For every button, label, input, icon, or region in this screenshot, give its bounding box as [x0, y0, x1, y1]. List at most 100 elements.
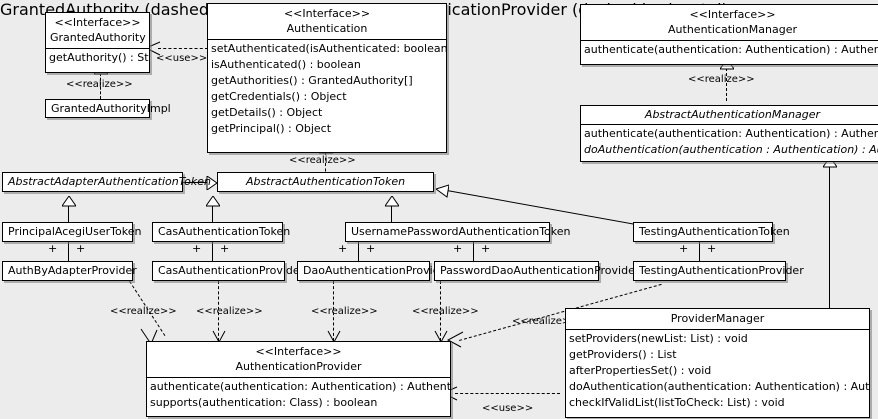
class-member: authenticate(authentication: Authenticat… — [150, 380, 450, 393]
class-member: afterPropertiesSet() : void — [569, 364, 712, 377]
association-plus-right-3: + — [366, 242, 376, 255]
class-separator-granted-authority — [46, 48, 149, 49]
class-members-granted-authority: getAuthority() : String — [46, 49, 149, 67]
realize-label-passworddaoauthenticationprovider: <<realize>> — [412, 306, 479, 317]
use-label-providermanager: <<use>> — [482, 403, 534, 414]
generalization-line-usernamepasswordtoken — [391, 205, 392, 222]
class-name-dao-authentication-provider: DaoAuthenticationProvider — [303, 264, 451, 277]
realize-line-casauthenticationprovider — [218, 281, 219, 341]
association-line-castoken-casprovider — [212, 242, 213, 261]
class-box-username-password-authentication-token[interactable]: UsernamePasswordAuthenticationToken — [345, 222, 571, 242]
realize-label-daoauthenticationprovider: <<realize>> — [311, 306, 378, 317]
class-box-granted-authority[interactable]: <<Interface>> GrantedAuthority getAuthor… — [45, 12, 150, 73]
generalization-triangle-abstractauthenticationmanager — [823, 157, 837, 168]
class-name-abstract-authentication-token: AbstractAuthenticationToken — [245, 175, 406, 188]
class-box-abstract-adapter-authentication-token[interactable]: AbstractAdapterAuthenticationToken — [2, 172, 211, 192]
class-member: getCredentials() : Object — [211, 90, 347, 103]
class-box-principal-acegi-user-token[interactable]: PrincipalAcegiUserToken — [2, 222, 142, 242]
class-header-abstract-adapter-authentication-token: AbstractAdapterAuthenticationToken — [3, 173, 211, 190]
class-box-abstract-authentication-token[interactable]: AbstractAuthenticationToken — [217, 172, 434, 192]
class-separator-authentication — [208, 39, 446, 40]
class-header-password-dao-authentication-provider: PasswordDaoAuthenticationProvider — [435, 262, 639, 279]
class-box-cas-authentication-provider[interactable]: CasAuthenticationProvider — [152, 261, 305, 281]
association-line-principaltoken-authbyadapter — [68, 242, 69, 261]
class-box-cas-authentication-token[interactable]: CasAuthenticationToken — [152, 222, 291, 242]
realize-line-passworddaoauthenticationprovider — [440, 281, 441, 341]
realize-line-grantedauthorityimpl — [100, 73, 101, 99]
class-name-authentication-manager: AuthenticationManager — [668, 23, 797, 36]
class-name-abstract-authentication-manager: AbstractAuthenticationManager — [644, 108, 821, 121]
class-name-authentication-provider: AuthenticationProvider — [235, 360, 362, 373]
class-members-abstract-authentication-manager: authenticate(authentication: Authenticat… — [581, 125, 878, 159]
class-header-username-password-authentication-token: UsernamePasswordAuthenticationToken — [346, 223, 571, 240]
association-plus-right-2: + — [220, 242, 230, 255]
class-member: checkIfValidList(listToCheck: List) : vo… — [569, 396, 785, 409]
class-name-abstract-adapter-authentication-token: AbstractAdapterAuthenticationToken — [8, 175, 211, 188]
realize-arrowhead-testingprovider — [445, 331, 465, 351]
class-member: setProviders(newList: List) : void — [569, 332, 748, 345]
class-header-authentication-provider: <<Interface>> AuthenticationProvider — [147, 342, 450, 377]
class-box-authentication-provider[interactable]: <<Interface>> AuthenticationProvider aut… — [146, 341, 451, 417]
realize-label-authbyadapterprovider: <<realize>> — [110, 306, 177, 317]
class-header-authentication: <<Interface>> Authentication — [208, 4, 446, 39]
generalization-line-casauthenticationtoken — [212, 205, 213, 222]
class-name-cas-authentication-provider: CasAuthenticationProvider — [158, 264, 305, 277]
class-header-dao-authentication-provider: DaoAuthenticationProvider — [298, 262, 451, 279]
association-plus-left-4: + — [453, 242, 463, 255]
realize-line-abstractauthenticationmanager — [726, 68, 727, 101]
class-stereotype-granted-authority: <<Interface>> — [54, 16, 141, 29]
generalization-triangle-abstracttoken-testing — [436, 183, 450, 198]
class-header-authentication-manager: <<Interface>> AuthenticationManager — [581, 5, 878, 40]
generalization-line-providermanager — [829, 166, 830, 311]
class-header-granted-authority: <<Interface>> GrantedAuthority — [46, 13, 149, 48]
class-members-authentication-manager: authenticate(authentication: Authenticat… — [581, 41, 878, 59]
association-line-testingtoken-testingprovider — [699, 242, 700, 261]
class-separator-abstract-authentication-manager — [581, 124, 878, 125]
class-name-cas-authentication-token: CasAuthenticationToken — [158, 225, 291, 238]
realize-label-grantedauthorityimpl: <<realize>> — [66, 79, 133, 90]
class-member: doAuthentication(authentication: Authent… — [569, 380, 869, 393]
class-name-auth-by-adapter-provider: AuthByAdapterProvider — [8, 264, 137, 277]
class-box-auth-by-adapter-provider[interactable]: AuthByAdapterProvider — [2, 261, 137, 281]
class-box-testing-authentication-token[interactable]: TestingAuthenticationToken — [633, 222, 790, 242]
generalization-triangle-abstracttoken-cas — [206, 196, 220, 207]
class-box-authentication[interactable]: <<Interface>> Authentication setAuthenti… — [207, 3, 447, 153]
generalization-triangle-abstractadaptertoken — [62, 196, 76, 207]
use-line-authentication-grantedauthority — [158, 48, 208, 49]
class-member: getProviders() : List — [569, 348, 677, 361]
association-plus-left-5: + — [679, 242, 689, 255]
class-box-abstract-authentication-manager[interactable]: AbstractAuthenticationManager authentica… — [580, 105, 878, 162]
class-box-password-dao-authentication-provider[interactable]: PasswordDaoAuthenticationProvider — [434, 261, 639, 281]
association-plus-left-2: + — [192, 242, 202, 255]
class-name-principal-acegi-user-token: PrincipalAcegiUserToken — [8, 225, 142, 238]
class-stereotype-authentication-manager: <<Interface>> — [689, 8, 776, 21]
class-separator-authentication-manager — [581, 40, 878, 41]
association-plus-left-1: + — [48, 242, 58, 255]
class-member: supports(authentication: Class) : boolea… — [150, 396, 378, 409]
class-header-testing-authentication-token: TestingAuthenticationToken — [634, 223, 790, 240]
class-members-authentication-provider: authenticate(authentication: Authenticat… — [147, 378, 450, 412]
class-box-authentication-manager[interactable]: <<Interface>> AuthenticationManager auth… — [580, 4, 878, 65]
class-header-cas-authentication-token: CasAuthenticationToken — [153, 223, 291, 240]
class-member: authenticate(authentication: Authenticat… — [584, 43, 878, 56]
class-header-principal-acegi-user-token: PrincipalAcegiUserToken — [3, 223, 142, 240]
class-box-granted-authority-impl[interactable]: GrantedAuthorityImpl — [45, 99, 171, 118]
association-plus-right-5: + — [707, 242, 717, 255]
class-box-dao-authentication-provider[interactable]: DaoAuthenticationProvider — [297, 261, 451, 281]
class-box-testing-authentication-provider[interactable]: TestingAuthenticationProvider — [633, 261, 804, 281]
class-member: getDetails() : Object — [211, 106, 323, 119]
realize-label-casauthenticationprovider: <<realize>> — [196, 306, 263, 317]
class-name-testing-authentication-token: TestingAuthenticationToken — [639, 225, 790, 238]
use-label-grantedauthority: <<use>> — [156, 53, 208, 64]
class-header-abstract-authentication-token: AbstractAuthenticationToken — [218, 173, 433, 190]
class-box-provider-manager[interactable]: ProviderManager setProviders(newList: Li… — [565, 308, 870, 418]
class-member: doAuthentication(authentication : Authen… — [584, 143, 878, 156]
class-members-authentication: setAuthenticated(isAuthenticated: boolea… — [208, 40, 446, 138]
generalization-triangle-abstracttoken-userpass — [385, 196, 399, 207]
class-stereotype-authentication: <<Interface>> — [283, 7, 371, 20]
class-member: setAuthenticated(isAuthenticated: boolea… — [211, 42, 446, 55]
class-separator-provider-manager — [566, 329, 869, 330]
class-header-provider-manager: ProviderManager — [566, 309, 869, 329]
class-members-provider-manager: setProviders(newList: List) : void getPr… — [566, 330, 869, 412]
